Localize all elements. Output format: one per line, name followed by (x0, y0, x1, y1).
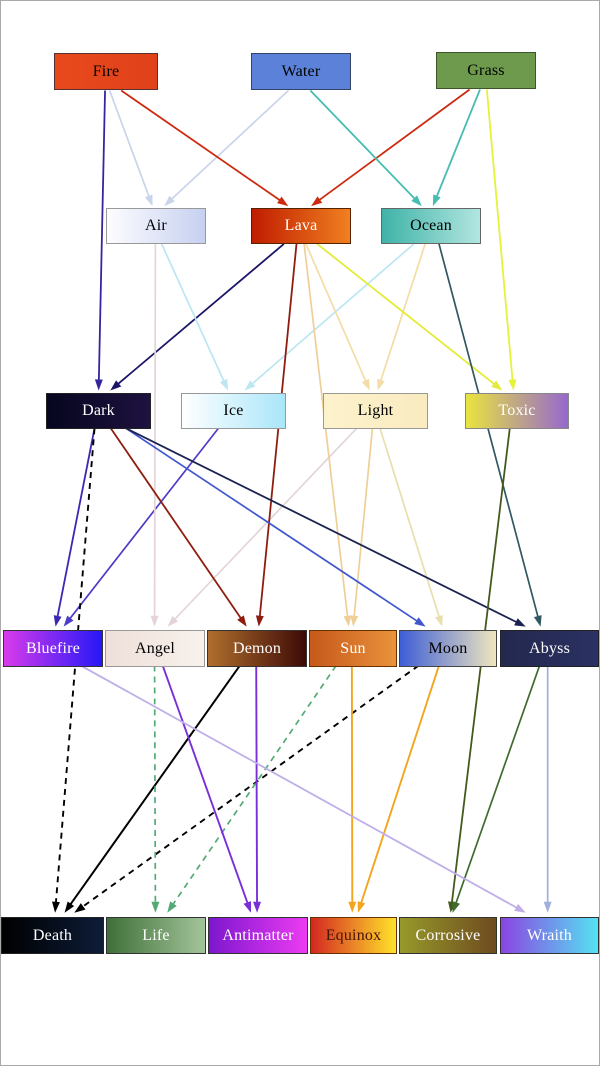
node-water[interactable]: Water (251, 53, 351, 90)
edge-angel-life (151, 665, 160, 913)
node-lava[interactable]: Lava (251, 208, 351, 244)
edge-light-sun (350, 428, 374, 627)
arrowhead-ocean-light (377, 378, 385, 391)
edge-ocean-abyss (438, 243, 542, 627)
node-moon[interactable]: Moon (399, 630, 497, 667)
edge-air-angel (150, 243, 159, 627)
node-death[interactable]: Death (1, 917, 104, 954)
arrowhead-moon-death (74, 903, 86, 913)
edge-demon-antimatter (253, 665, 262, 913)
node-wraith[interactable]: Wraith (500, 917, 599, 954)
edge-lava-light (305, 243, 370, 391)
arrowhead-water-air (164, 195, 175, 207)
edge-lava-toxic (316, 243, 503, 391)
arrowhead-sun-equinox (348, 901, 357, 913)
arrowhead-abyss-corrosive (452, 901, 460, 913)
arrowhead-moon-equinox (357, 901, 366, 913)
arrowhead-fire-dark (94, 379, 103, 391)
arrowhead-fire-lava (277, 196, 289, 207)
node-sun[interactable]: Sun (309, 630, 397, 667)
arrowhead-air-angel (150, 615, 159, 627)
edge-demon-death (64, 664, 241, 913)
arrowhead-bluefire-wraith (514, 903, 526, 913)
edge-sun-equinox (348, 665, 357, 913)
edge-dark-moon (125, 427, 426, 627)
edge-fire-lava (120, 89, 289, 207)
edge-dark-demon (110, 427, 247, 627)
edge-dark-abyss (125, 427, 526, 627)
edge-dark-death (51, 428, 96, 913)
node-life[interactable]: Life (106, 917, 206, 954)
edge-abyss-corrosive (452, 665, 541, 913)
edge-grass-toxic (485, 89, 517, 391)
arrowhead-ocean-abyss (533, 615, 542, 627)
arrowhead-fire-air (144, 194, 153, 207)
arrowhead-dark-demon (237, 615, 247, 627)
arrowhead-grass-ocean (432, 194, 441, 207)
arrowhead-demon-antimatter (253, 901, 262, 913)
arrowhead-dark-moon (414, 617, 426, 627)
arrowhead-lava-dark (110, 380, 122, 391)
arrowhead-ice-bluefire (63, 615, 74, 627)
node-light[interactable]: Light (323, 393, 428, 429)
arrowhead-lava-sun (343, 615, 352, 627)
edge-dark-bluefire (53, 428, 96, 627)
edge-water-ocean (309, 89, 422, 207)
node-ocean[interactable]: Ocean (381, 208, 481, 244)
arrowhead-grass-lava (311, 196, 323, 207)
edge-ocean-light (377, 243, 426, 391)
node-corrosive[interactable]: Corrosive (399, 917, 497, 954)
edge-light-angel (167, 427, 358, 627)
arrowhead-light-angel (167, 615, 179, 627)
node-demon[interactable]: Demon (207, 630, 307, 667)
arrowhead-grass-toxic (508, 379, 517, 391)
arrowhead-demon-death (64, 901, 75, 913)
arrowhead-air-ice (219, 378, 229, 391)
node-abyss[interactable]: Abyss (500, 630, 599, 667)
node-toxic[interactable]: Toxic (465, 393, 569, 429)
arrowhead-lava-light (361, 378, 370, 391)
edge-moon-equinox (357, 665, 440, 913)
edge-grass-lava (311, 88, 471, 207)
node-equinox[interactable]: Equinox (310, 917, 397, 954)
arrowhead-lava-toxic (491, 380, 503, 391)
edge-fire-air (108, 90, 153, 207)
edge-lava-dark (110, 243, 285, 391)
edge-bluefire-wraith (80, 664, 526, 913)
arrowhead-dark-bluefire (53, 615, 62, 627)
node-air[interactable]: Air (106, 208, 206, 244)
arrowhead-light-sun (350, 615, 359, 627)
edge-ice-bluefire (63, 427, 220, 627)
edge-sun-life (167, 665, 337, 913)
node-bluefire[interactable]: Bluefire (3, 630, 103, 667)
arrowhead-dark-abyss (514, 618, 526, 627)
edge-water-air (164, 89, 290, 207)
node-dark[interactable]: Dark (46, 393, 151, 429)
edge-ocean-ice (244, 243, 415, 391)
node-fire[interactable]: Fire (54, 53, 158, 90)
arrowhead-dark-death (51, 901, 60, 913)
arrowhead-light-moon (435, 615, 443, 627)
edge-grass-ocean (432, 89, 481, 207)
arrowhead-angel-antimatter (243, 901, 252, 913)
edge-air-ice (160, 243, 229, 391)
edge-lava-sun (303, 243, 352, 627)
edge-abyss-wraith (543, 665, 552, 913)
arrowhead-water-ocean (411, 195, 422, 207)
edge-lava-demon (255, 243, 298, 627)
node-angel[interactable]: Angel (105, 630, 205, 667)
edge-light-moon (379, 428, 443, 627)
arrowhead-abyss-wraith (543, 901, 552, 913)
node-antimatter[interactable]: Antimatter (208, 917, 308, 954)
arrowhead-angel-life (151, 901, 160, 913)
edge-fire-dark (94, 90, 106, 391)
edge-moon-death (74, 664, 420, 913)
arrowhead-lava-demon (255, 615, 264, 627)
node-ice[interactable]: Ice (181, 393, 286, 429)
edge-angel-antimatter (161, 665, 252, 913)
arrowhead-sun-life (167, 901, 177, 913)
arrowhead-ocean-ice (244, 380, 256, 391)
node-grass[interactable]: Grass (436, 52, 536, 89)
